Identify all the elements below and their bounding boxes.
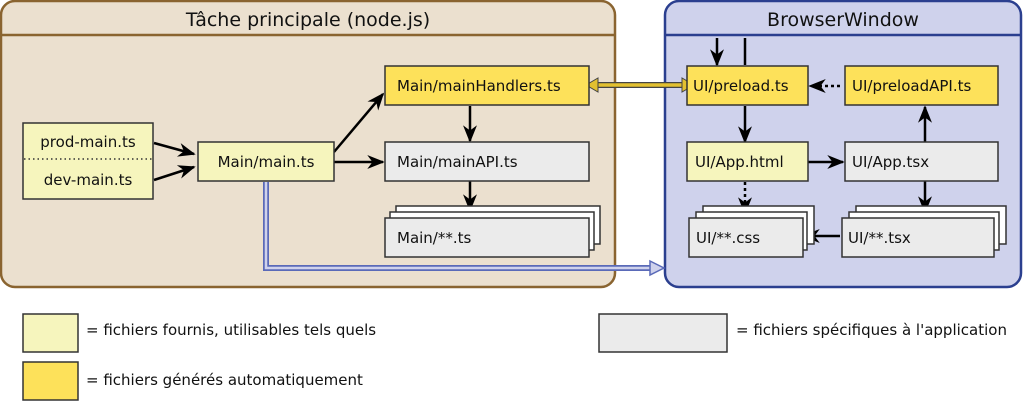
node-ui-preload: UI/preload.ts [693,77,789,95]
node-main-main-box: Main/main.ts [197,141,335,182]
node-main-all-stack: Main/**.ts [384,205,601,258]
node-prod-main: prod-main.ts [40,133,136,151]
node-ui-app-html-box: UI/App.html [686,141,809,182]
legend-swatch-provided [22,313,79,353]
browser-panel-title: BrowserWindow [767,9,919,31]
node-ui-css: UI/**.css [696,229,760,247]
node-ui-css-stack: UI/**.css [688,205,815,258]
legend-swatch-generated [22,361,79,401]
node-ui-preload-api: UI/preloadAPI.ts [852,77,971,95]
arrow-main-to-handlers [333,92,385,153]
node-main-all: Main/**.ts [397,229,472,247]
legend-item-specific: = fichiers spécifiques à l'application [598,313,1007,353]
legend-label-provided: = fichiers fournis, utilisables tels que… [86,321,376,339]
legend-item-generated: = fichiers générés automatiquement [22,361,363,401]
arrow-dev-to-main [153,165,196,182]
legend-swatch-specific [598,313,728,353]
node-ui-app-tsx-box: UI/App.tsx [844,141,999,182]
node-ui-app-html: UI/App.html [695,153,784,171]
node-ui-app-tsx: UI/App.tsx [852,153,929,171]
node-main-api: Main/mainAPI.ts [397,153,518,171]
node-ui-preload-box: UI/preload.ts [686,65,809,106]
entry-files-box: prod-main.ts dev-main.ts [22,122,154,200]
legend-label-specific: = fichiers spécifiques à l'application [736,321,1007,339]
dependency-arrows [153,38,932,243]
node-ui-tsx: UI/**.tsx [848,229,911,247]
node-ui-preload-api-box: UI/preloadAPI.ts [844,65,999,106]
legend: = fichiers fournis, utilisables tels que… [22,313,1007,401]
node-dev-main: dev-main.ts [44,171,133,189]
legend-item-provided: = fichiers fournis, utilisables tels que… [22,313,376,353]
node-main-api-box: Main/mainAPI.ts [384,141,590,182]
load-window-arrow [263,182,666,277]
node-main-handlers: Main/mainHandlers.ts [397,77,561,95]
node-main-handlers-box: Main/mainHandlers.ts [384,65,590,106]
node-ui-tsx-stack: UI/**.tsx [841,205,1007,258]
node-main-main: Main/main.ts [218,153,315,171]
legend-label-generated: = fichiers générés automatiquement [86,371,363,389]
arrow-prod-to-main [153,141,196,157]
main-panel-title: Tâche principale (node.js) [185,9,430,31]
